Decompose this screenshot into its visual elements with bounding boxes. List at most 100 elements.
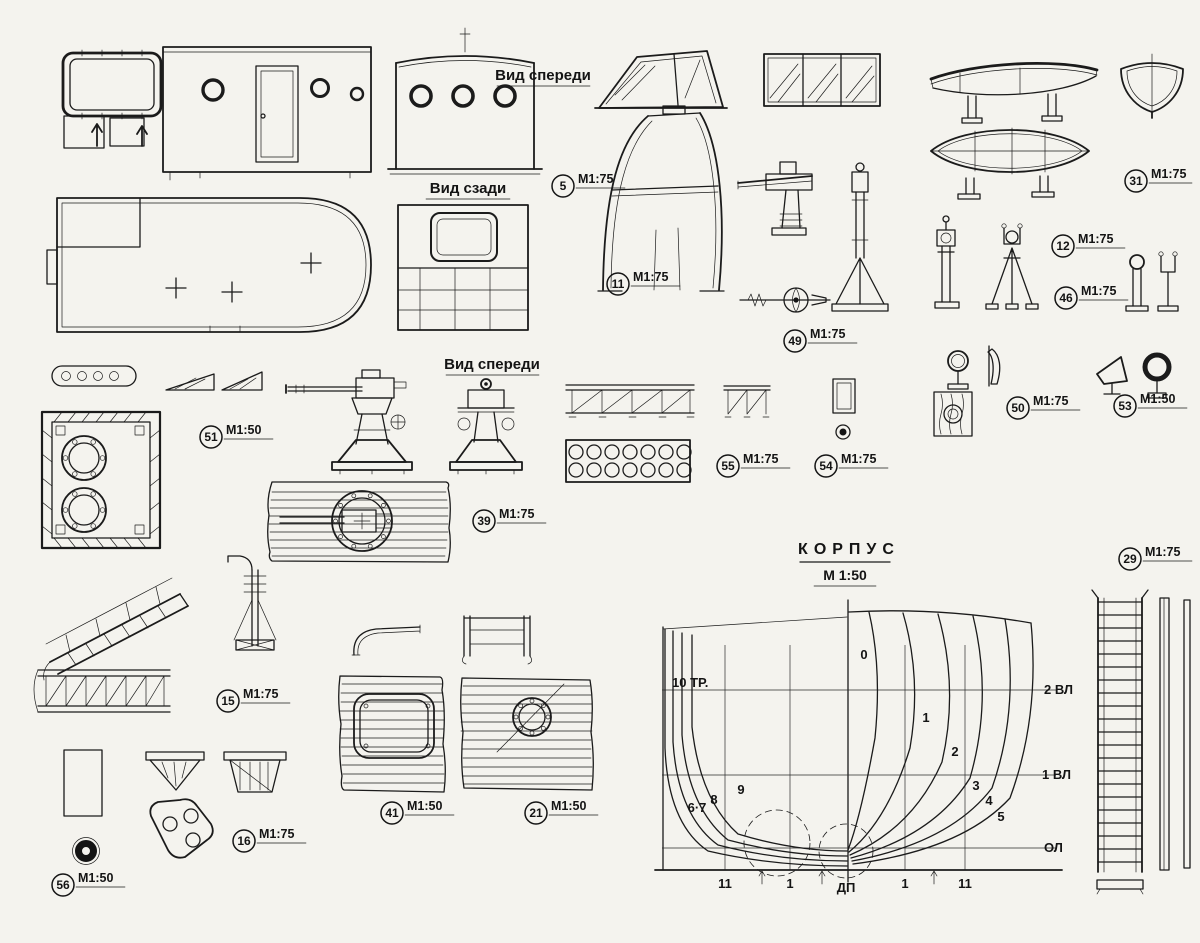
label-waterline-1: 1 ВЛ (1042, 767, 1071, 782)
rubber-ring-56 (72, 837, 100, 865)
svg-text:55: 55 (721, 459, 735, 473)
section-label-3: 3 (972, 778, 979, 793)
triangular-plate-16 (149, 798, 214, 859)
svg-text:53: 53 (1118, 399, 1132, 413)
section-label-6-7: 6·7 (688, 800, 707, 815)
panel-41 (338, 624, 446, 793)
panel-21 (460, 615, 594, 791)
part-label-51: 51 М1:50 (199, 423, 274, 449)
svg-text:М1:75: М1:75 (259, 827, 294, 841)
svg-text:31: 31 (1129, 174, 1143, 188)
svg-text:М1:75: М1:75 (841, 452, 876, 466)
label-view-rear: Вид сзади (430, 180, 506, 197)
part-label-12: 12 М1:75 (1051, 232, 1126, 258)
grating-55 (565, 439, 692, 483)
part-label-46: 46 М1:75 (1054, 284, 1129, 310)
section-label-1: 1 (922, 710, 929, 725)
railing-truss-short (723, 385, 771, 418)
station-label-dp: ДП (837, 880, 856, 895)
svg-text:М1:50: М1:50 (1140, 392, 1175, 406)
hatch-panel-51 (40, 410, 162, 550)
svg-text:5: 5 (560, 179, 567, 193)
bracket-b (223, 751, 287, 793)
hull-scale: М 1:50 (823, 567, 867, 583)
wedge-blocks (165, 371, 263, 391)
part-label-50: 50 М1:75 (1006, 394, 1081, 420)
svg-text:39: 39 (477, 514, 491, 528)
ring-fitting-54 (835, 424, 851, 440)
part-label-49: 49 М1:75 (783, 327, 858, 353)
label-baseline: ОЛ (1044, 840, 1063, 855)
svg-text:М1:75: М1:75 (1145, 545, 1180, 559)
label-view-front-top: Вид спереди (495, 67, 591, 84)
plain-plate (63, 749, 103, 817)
boat-stern-view (1120, 53, 1184, 119)
hull-body-plan: КОРПУС М 1:50 0 1 2 3 4 5 9 8 6·7 10 ТР. (654, 541, 1073, 895)
part-label-15: 15 М1:75 (216, 687, 291, 713)
svg-text:15: 15 (221, 694, 235, 708)
svg-text:М1:50: М1:50 (407, 799, 442, 813)
label-frame-10: 10 ТР. (672, 675, 708, 690)
bracket-a (145, 751, 205, 791)
part-label-31: 31 М1:75 (1124, 167, 1193, 193)
svg-text:49: 49 (788, 334, 802, 348)
svg-text:11: 11 (612, 277, 625, 291)
part-label-11: 11 М1:75 (606, 270, 681, 296)
svg-text:М1:75: М1:75 (1151, 167, 1186, 181)
ladder-29 (1091, 589, 1191, 895)
station-label-1-left: 1 (786, 876, 793, 891)
windshield-side-view (594, 50, 728, 109)
truss-15 (33, 669, 171, 713)
station-label-1-right: 1 (901, 876, 908, 891)
hull-title: КОРПУС (798, 541, 900, 558)
svg-text:М1:50: М1:50 (551, 799, 586, 813)
part-label-5: 5 М1:75 (551, 172, 626, 198)
part-label-54: 54 М1:75 (814, 452, 889, 478)
deckhouse-plan-view (46, 197, 372, 333)
machine-gun-side (737, 161, 813, 236)
svg-text:56: 56 (56, 878, 70, 892)
svg-text:М1:75: М1:75 (1081, 284, 1116, 298)
label-waterline-2: 2 ВЛ (1044, 682, 1073, 697)
tripod-stanchion (985, 223, 1039, 310)
station-label-11-right: 11 (958, 876, 972, 891)
part-label-53: 53 М1:50 (1113, 392, 1188, 418)
part-label-21: 21 М1:50 (524, 799, 599, 825)
deckhouse-front-view: Вид спереди (387, 27, 591, 175)
svg-text:М1:75: М1:75 (743, 452, 778, 466)
gangway-ladder (43, 577, 189, 681)
svg-text:54: 54 (819, 459, 833, 473)
svg-text:46: 46 (1059, 291, 1073, 305)
svg-text:М1:75: М1:75 (578, 172, 613, 186)
ring-post (1125, 254, 1149, 312)
section-label-0: 0 (860, 647, 867, 662)
part-label-29: 29 М1:75 (1118, 545, 1193, 571)
svg-text:50: 50 (1011, 401, 1025, 415)
svg-text:М1:75: М1:75 (633, 270, 668, 284)
deck-gun-plan-panel (267, 481, 451, 563)
svg-text:М1:75: М1:75 (243, 687, 278, 701)
section-label-8: 8 (710, 792, 717, 807)
station-label-11-left: 11 (718, 876, 732, 891)
part-label-16: 16 М1:75 (232, 827, 307, 853)
svg-text:41: 41 (385, 806, 399, 820)
svg-text:12: 12 (1056, 239, 1070, 253)
small-box-fitting (832, 378, 856, 414)
svg-text:16: 16 (237, 834, 251, 848)
fittings-50 (933, 345, 1001, 437)
fittings-53 (1096, 352, 1172, 399)
svg-text:21: 21 (529, 806, 543, 820)
svg-text:М1:75: М1:75 (1033, 394, 1068, 408)
svg-text:М1:75: М1:75 (1078, 232, 1113, 246)
boat-side-view (929, 61, 1099, 124)
fork-post (1157, 251, 1179, 312)
label-view-front-mid: Вид спереди (444, 356, 540, 373)
deck-gun-side-view (285, 369, 413, 475)
propeller-shaft (739, 287, 831, 313)
svg-text:51: 51 (204, 430, 218, 444)
section-label-2: 2 (951, 744, 958, 759)
pedestal-mount-front (831, 162, 889, 312)
binnacle-post (934, 215, 960, 309)
part-label-56: 56 М1:50 (51, 871, 126, 897)
